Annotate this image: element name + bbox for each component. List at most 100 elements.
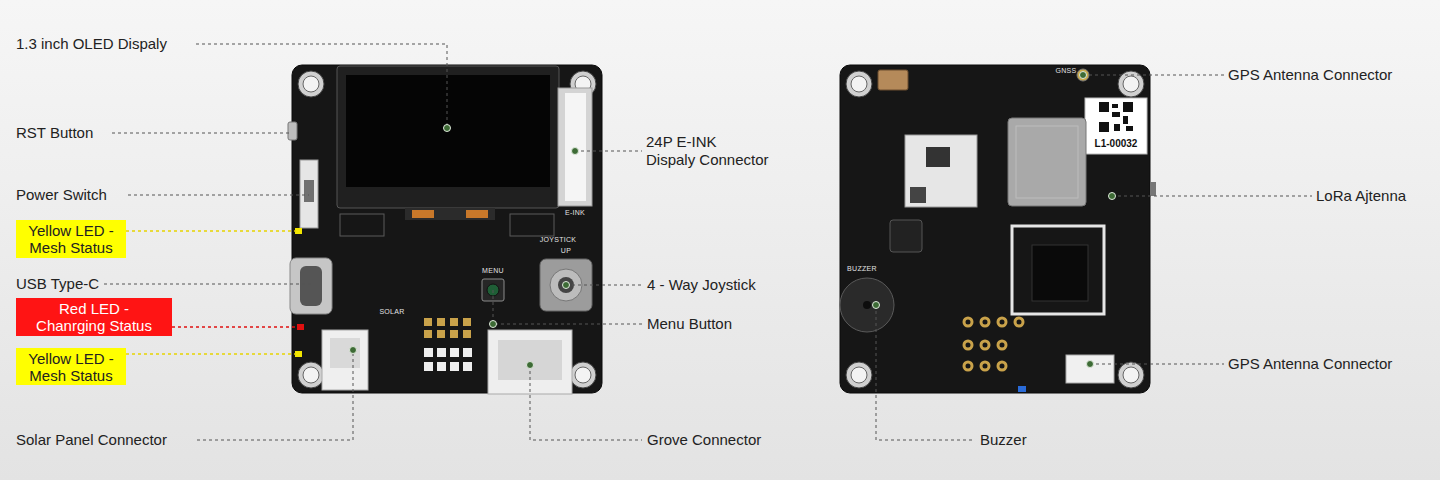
leader-line-yellow [126,353,296,355]
callout-label: Power Switch [16,186,107,204]
joystick-ring [550,269,582,301]
leader-line [112,133,289,134]
pin-pad [437,318,445,326]
leader-line-red [172,326,298,328]
qr-module [1112,112,1120,117]
pin-pad [437,348,446,357]
silkscreen-text: MENU [482,267,504,275]
mounting-hole [570,362,596,388]
qr-module [1126,126,1133,131]
solar-connector-back [1066,355,1114,383]
leader-line [566,285,642,286]
switch-edge [1150,182,1156,196]
oled-frame [337,66,559,208]
mounting-hole [1123,367,1139,383]
leader-dot [350,347,357,354]
oled-flex-tab [466,210,488,218]
qr-module [1123,102,1133,112]
qr-module [1123,116,1128,124]
led-status-text: Red LED -Chanrging Status [30,300,158,334]
pin-pad [998,341,1006,349]
callout-label: Solar Panel Connector [16,431,167,449]
leader-line [1112,196,1312,197]
led-yellow [295,228,302,234]
leader-dot [1087,361,1094,368]
led-status-text: Yellow LED -Mesh Status [20,350,122,384]
callout-label: GPS Antenna Connector [1228,355,1392,373]
pin-pad [964,362,972,370]
pin-pad [998,362,1006,370]
leader-line-yellow [126,230,296,232]
leader-line [197,350,353,440]
callout-label: Grove Connector [647,431,761,449]
mounting-hole [846,71,872,97]
silkscreen-text: GNSS [1055,67,1076,75]
mounting-hole [303,367,319,383]
inductor [890,220,922,252]
pin-pad [450,348,459,357]
leader-line [876,305,975,440]
eink-connector-slot [565,93,586,201]
leader-lines [104,44,1312,440]
oled-screen [346,75,550,187]
pin-pad [463,330,471,338]
mounting-hole [298,362,324,388]
callout-label: LoRa Ajtenna [1316,187,1406,205]
silkscreen-text: BUZZER [847,265,877,273]
pin-pad [424,348,433,357]
gnss-connector [1077,69,1089,81]
smd-component [1018,386,1026,392]
leader-dot [873,302,880,309]
pin-pad [437,330,445,338]
pin-pad [424,362,433,371]
qr-module [1099,122,1109,132]
qr-module [1099,102,1109,112]
led-status-box: Yellow LED -Mesh Status [16,220,126,258]
callout-label: Menu Button [647,315,732,333]
callout-label: 24P E-INK Dispaly Connector [646,133,806,169]
solar-connector-socket [330,338,360,368]
silkscreen-text: E-INK [565,209,585,217]
leader-line [196,44,447,128]
mounting-hole [298,71,324,97]
rst-button [288,122,297,140]
leader-dot [1080,72,1087,79]
leader-line [493,290,642,324]
callout-label: GPS Antenna Connector [1228,66,1392,84]
usb-c-port [290,258,332,314]
leader-line [1090,364,1224,365]
silkscreen-outline [340,214,384,236]
solar-connector [322,330,368,390]
mounting-hole [846,362,872,388]
qr-sticker [1085,98,1147,154]
pin-pad [998,318,1006,326]
led-red [297,324,304,330]
power-switch [300,160,318,228]
lora-module-shield [1016,126,1078,198]
capacitor [878,70,908,90]
pcb-back [840,65,1150,393]
pin-pad [424,330,432,338]
oled-flex-tab [412,210,434,218]
gnss-module [905,135,977,207]
pin-pad [463,318,471,326]
qr-module [1112,104,1118,108]
usb-c-opening [300,266,322,306]
pin-pad [450,318,458,326]
leader-dot [1109,193,1116,200]
silkscreen-text: JOYSTICK [540,236,577,244]
leader-dot [527,362,534,369]
pin-pad [463,362,472,371]
callout-label: USB Type-C [16,275,99,293]
pin-pad [450,362,459,371]
mounting-hole [851,76,867,92]
leader-dot [444,125,451,132]
callout-label: RST Button [16,124,93,142]
silkscreen-outline [510,214,554,236]
leader-dot [563,282,570,289]
mounting-hole [1123,76,1139,92]
pin-header [424,318,472,371]
mounting-hole [575,367,591,383]
